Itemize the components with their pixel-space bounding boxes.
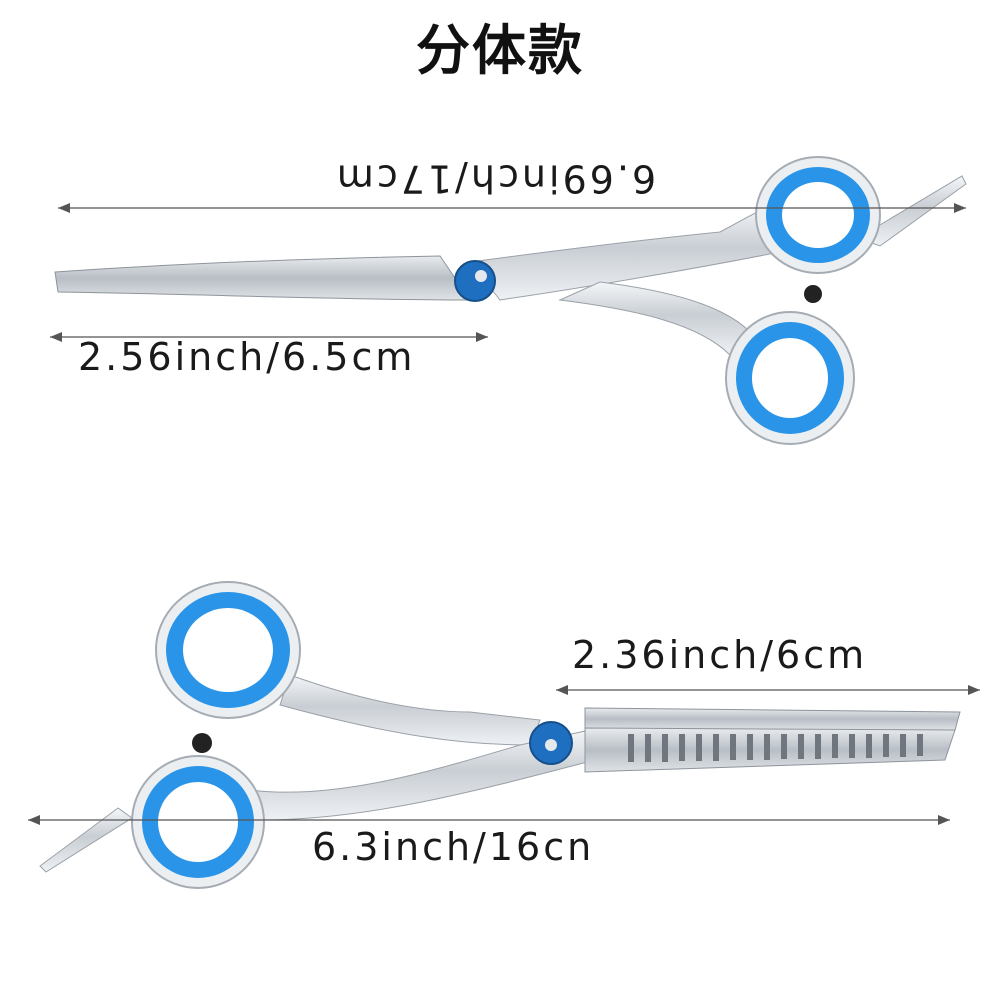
bottom-overall-length-label: 6.3inch/16cn	[312, 825, 594, 869]
thinning-scissors	[39, 581, 961, 889]
bottom-blade-dimension: 2.36inch/6cm	[556, 633, 980, 695]
pivot-screw	[454, 260, 496, 302]
rubber-stopper	[804, 285, 822, 303]
top-blade-dimension: 2.56inch/6.5cm	[50, 332, 488, 379]
straight-scissors	[54, 156, 967, 445]
lower-handle-arm	[558, 281, 761, 356]
bottom-overall-dimension: 6.3inch/16cn	[28, 815, 950, 869]
rubber-stopper	[192, 733, 212, 753]
upper-handle-arm	[469, 204, 791, 301]
top-overall-length-label: 6.69inch/17cm	[334, 157, 656, 201]
finger-tang	[39, 807, 133, 873]
bottom-blade-length-label: 2.36inch/6cm	[572, 633, 867, 677]
blade-teeth	[628, 734, 923, 762]
straight-blade	[54, 255, 471, 301]
top-blade-length-label: 2.56inch/6.5cm	[78, 335, 415, 379]
upper-handle-arm	[279, 674, 541, 746]
product-title: 分体款	[416, 19, 584, 82]
top-overall-dimension: 6.69inch/17cm	[58, 157, 966, 213]
thinning-straight-blade	[584, 707, 961, 731]
